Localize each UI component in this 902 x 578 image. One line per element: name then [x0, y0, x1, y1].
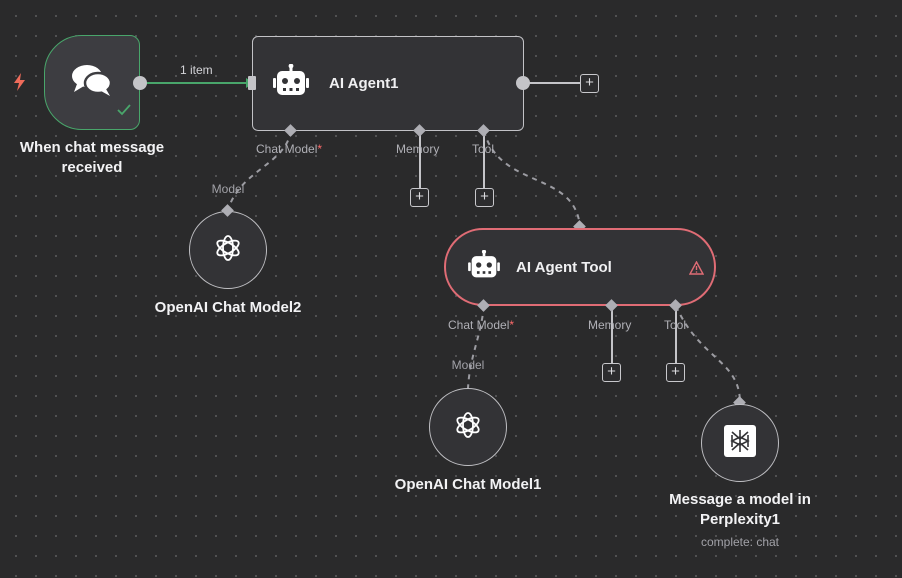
ai-agent-tool-title: AI Agent Tool	[516, 258, 612, 276]
trigger-lightning-icon	[11, 72, 29, 97]
ai-agent1-add-output-button[interactable]: +	[580, 74, 599, 93]
required-mark: *	[317, 142, 323, 156]
ai-agent1-output-handle[interactable]	[516, 76, 530, 90]
ai-agent-tool-node[interactable]: AI Agent Tool	[444, 228, 716, 306]
agent1-add-memory-button[interactable]: +	[410, 188, 429, 207]
warning-icon	[688, 260, 705, 280]
trigger-output-handle[interactable]	[133, 76, 147, 90]
openai-chat-model1-label: OpenAI Chat Model1	[394, 476, 542, 493]
model-connection-agenttool	[467, 305, 485, 389]
tool-connection-agent1	[483, 130, 581, 228]
success-check-icon	[117, 103, 131, 121]
ai-agent1-node[interactable]: AI Agent1	[252, 36, 524, 131]
agent1-add-tool-button[interactable]: +	[475, 188, 494, 207]
openai-icon	[213, 233, 243, 268]
model-connection-agent1	[227, 130, 292, 211]
agent1-chat-model-text: Chat Model	[256, 142, 318, 156]
openai-chat-model2-label: OpenAI Chat Model2	[154, 299, 302, 316]
agenttool-memory-label: Memory	[588, 318, 632, 332]
openai2-model-port-label: Model	[211, 182, 245, 196]
agent1-tool-label: Tool	[472, 142, 495, 156]
ai-agent1-title: AI Agent1	[329, 75, 399, 92]
openai-chat-model2-node[interactable]	[189, 211, 267, 289]
perplexity-sublabel: complete: chat	[700, 535, 780, 549]
perplexity-icon	[724, 424, 756, 462]
required-mark: *	[509, 318, 515, 332]
robot-icon	[273, 63, 309, 103]
edge-item-count: 1 item	[180, 63, 213, 77]
agenttool-add-memory-button[interactable]: +	[602, 363, 621, 382]
trigger-label: When chat message received	[19, 139, 165, 176]
robot-icon	[468, 249, 500, 285]
chat-trigger-node[interactable]	[44, 35, 140, 130]
chat-bubbles-icon	[70, 62, 114, 103]
openai1-model-port-label: Model	[451, 358, 485, 372]
agent1-chat-model-label: Chat Model*	[256, 142, 322, 156]
agenttool-tool-label: Tool	[664, 318, 687, 332]
openai-icon	[453, 410, 483, 445]
perplexity-node[interactable]	[701, 404, 779, 482]
perplexity-label: Message a model in Perplexity1	[669, 491, 811, 528]
openai-chat-model1-node[interactable]	[429, 388, 507, 466]
ai-agent1-input-handle[interactable]	[248, 76, 256, 90]
agenttool-chat-model-label: Chat Model*	[448, 318, 514, 332]
agenttool-add-tool-button[interactable]: +	[666, 363, 685, 382]
agenttool-chat-model-text: Chat Model	[448, 318, 510, 332]
agent1-memory-label: Memory	[396, 142, 440, 156]
